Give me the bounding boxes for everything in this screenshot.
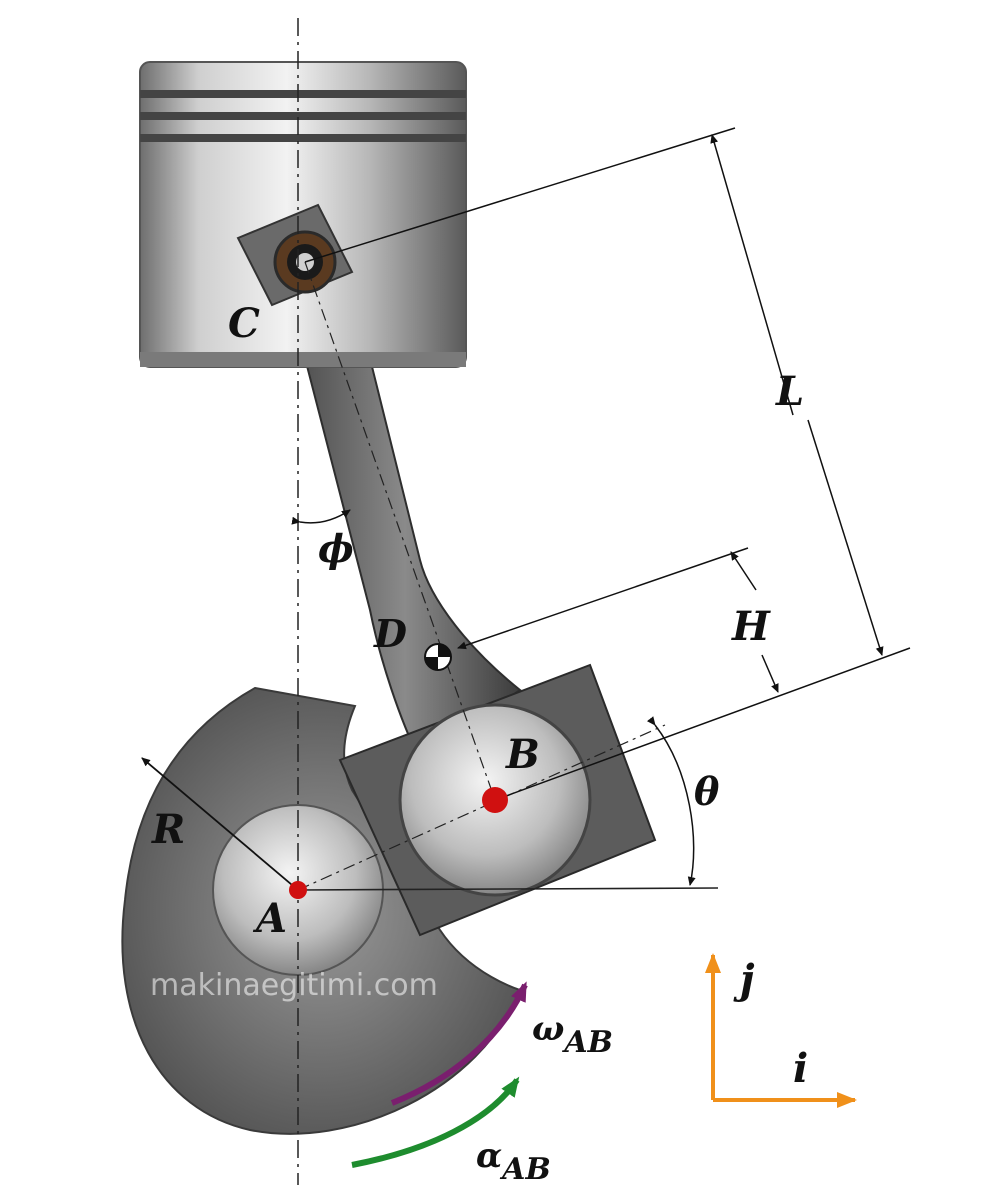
label-d: D: [373, 611, 407, 656]
omega-symbol: ω: [532, 1009, 564, 1049]
label-i: i: [793, 1045, 808, 1092]
alpha-subscript: AB: [499, 1152, 551, 1187]
label-phi: ϕ: [318, 526, 354, 571]
label-theta: θ: [694, 769, 720, 814]
rod-axis-line: [304, 261, 496, 801]
label-h: H: [731, 603, 771, 650]
label-c: C: [228, 300, 260, 347]
watermark: makinaegitimi.com: [150, 968, 438, 1003]
label-omega-ab: ωAB: [532, 1009, 613, 1060]
length-dimension-l: [304, 127, 911, 801]
horizontal-reference: [297, 887, 719, 891]
label-l: L: [775, 368, 804, 415]
pin-b-dot: [482, 787, 508, 813]
label-b: B: [505, 731, 540, 778]
unit-vector-axes: [705, 953, 857, 1108]
label-a: A: [252, 895, 287, 942]
alpha-symbol: α: [476, 1136, 502, 1176]
distance-dimension-h: [457, 547, 779, 693]
connecting-rod: [288, 268, 522, 762]
label-alpha-ab: αAB: [476, 1136, 551, 1187]
omega-arrow: [390, 981, 528, 1106]
radius-arrow: [141, 757, 299, 891]
crank-line: [297, 724, 666, 891]
label-j: j: [733, 956, 755, 1003]
phi-angle-arc: [291, 509, 351, 525]
label-r: R: [151, 806, 185, 853]
omega-subscript: AB: [561, 1025, 613, 1060]
center-of-mass-d: [424, 643, 452, 671]
alpha-arrow: [351, 1076, 520, 1168]
theta-angle-arc: [646, 716, 696, 886]
pin-a-dot: [289, 881, 307, 899]
